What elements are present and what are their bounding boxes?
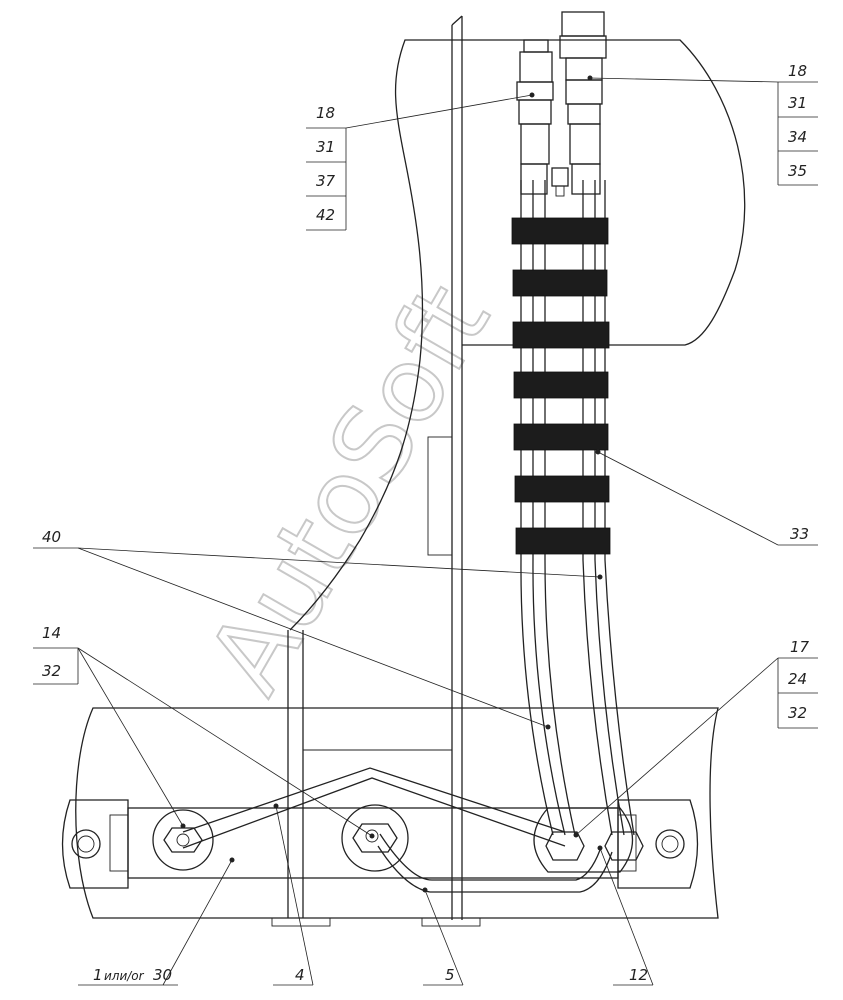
- callout-label: 5: [445, 966, 455, 984]
- upper-plate: [289, 39, 746, 631]
- callout-label: 31: [788, 94, 807, 112]
- callout-label: 42: [316, 206, 335, 224]
- callout-label: 24: [788, 670, 807, 688]
- callout-label: 35: [788, 162, 807, 180]
- frame-post: [427, 15, 463, 920]
- callout-label: 34: [788, 128, 807, 146]
- callout-label: 32: [42, 662, 61, 680]
- callout-label: 33: [790, 525, 809, 543]
- callout-label: 14: [42, 624, 61, 642]
- callout-label: 18: [788, 62, 807, 80]
- callout-label: 17: [790, 638, 810, 656]
- callout-label: 4: [295, 966, 305, 984]
- callout-right-mid: 17 24 32: [777, 638, 818, 729]
- callout-label: или/or: [104, 969, 145, 983]
- callout-label: 1: [93, 966, 103, 984]
- callout-label: 32: [788, 704, 807, 722]
- callout-label: 18: [316, 104, 335, 122]
- fitting-center: [341, 804, 409, 872]
- mounting-bar: [61, 799, 699, 889]
- callout-label: 31: [316, 138, 335, 156]
- callout-40: 40: [33, 528, 78, 549]
- callout-label: 30: [153, 966, 172, 984]
- callout-label: 12: [629, 966, 648, 984]
- callout-top-left: 18 31 37 42: [306, 104, 347, 231]
- callout-33: 33: [790, 525, 809, 543]
- lower-plate: [75, 630, 719, 927]
- hoses: [520, 180, 635, 836]
- couplers: [516, 11, 607, 197]
- callout-left-mid: 14 32: [33, 624, 79, 685]
- pipes: [182, 767, 613, 893]
- callout-bottom: 1 или/or 30 4 5 12: [93, 966, 648, 984]
- leader-lines: [77, 75, 818, 986]
- callout-label: 40: [42, 528, 61, 546]
- callout-label: 37: [316, 172, 336, 190]
- fitting-right: [533, 807, 644, 873]
- watermark: AutoSoft: [184, 265, 513, 713]
- hose-bands: [511, 217, 611, 555]
- callout-top-right: 18 31 34 35: [777, 62, 818, 186]
